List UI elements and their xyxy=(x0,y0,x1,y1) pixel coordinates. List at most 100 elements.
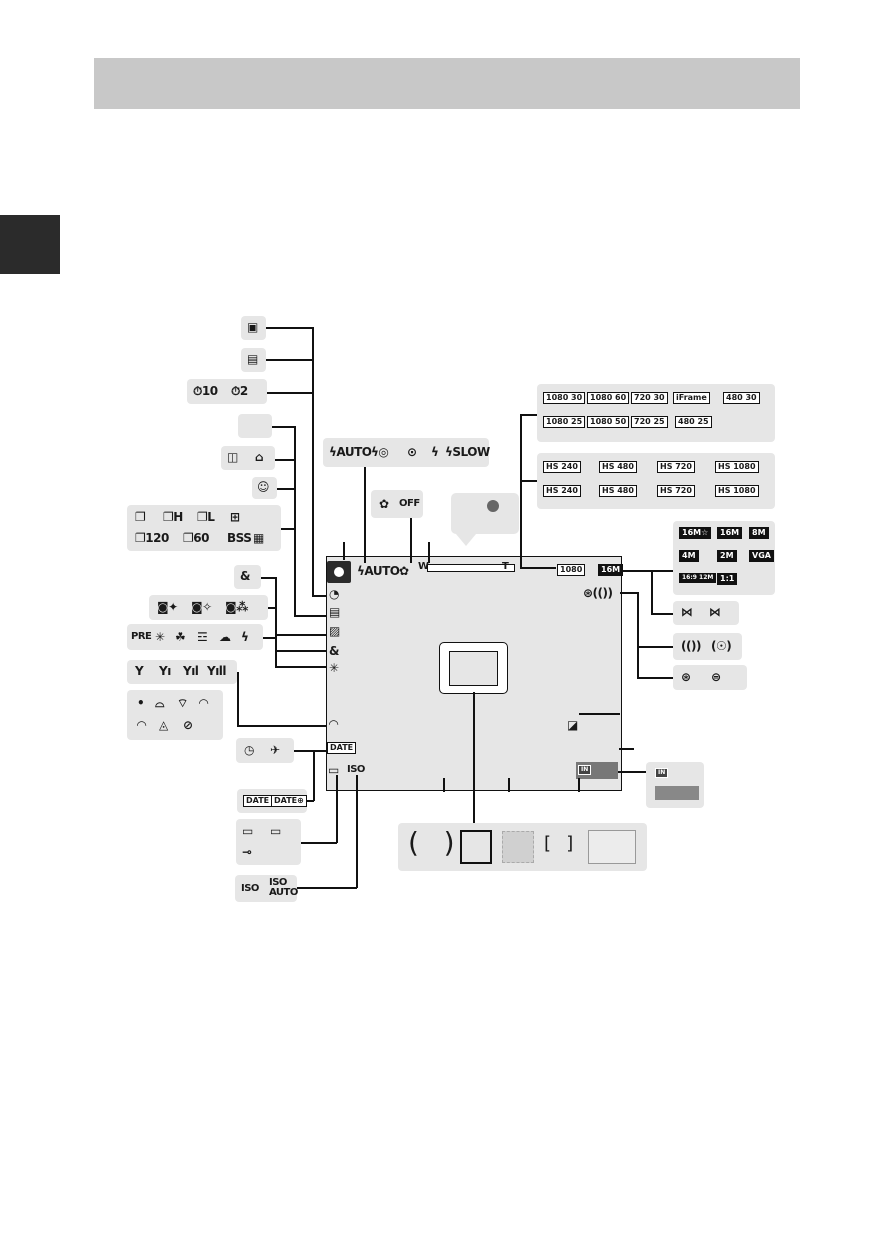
flash-mode-box: ϟAUTO ϟ◎ ⊙ ϟ ϟSLOW xyxy=(323,438,490,467)
hs-1080-pal-icon: HS 1080 xyxy=(715,485,759,497)
hs-720-pal-icon: HS 720 xyxy=(657,485,695,497)
motion-auto-icon: ⊜ xyxy=(711,670,721,684)
movie-1080-50-icon: 1080 50 xyxy=(587,416,630,428)
leader-line xyxy=(294,426,296,616)
iso-auto-icon: ISO AUTO xyxy=(269,877,298,898)
self-timer-box: ⏱10 ⏱2 xyxy=(187,379,267,404)
hdr-icon-box-2: ▤ xyxy=(241,348,266,372)
flash-auto-icon: ϟAUTO xyxy=(329,445,372,459)
leader-line xyxy=(261,577,276,579)
wifi-on-icon: ◠ xyxy=(137,718,146,732)
af-tracking-icon: [ ] xyxy=(544,833,573,854)
leader-line xyxy=(618,771,646,773)
continuous-h-icon: ❐H xyxy=(163,510,183,524)
zoom-bar xyxy=(427,564,515,572)
skin-box: ◙✦ ◙✧ ◙⁂ xyxy=(149,595,268,620)
size-11-icon: 1:1 xyxy=(717,573,738,585)
screen-macro-icon: ✿ xyxy=(399,564,409,578)
date-stamp-icon: DATE xyxy=(243,795,273,807)
screen-glamour-icon: & xyxy=(329,644,339,658)
leader-line xyxy=(619,748,634,750)
wb-preset-icon: PRE xyxy=(131,631,152,642)
memory-internal-icon: IN xyxy=(655,768,669,778)
leader-line xyxy=(410,518,412,563)
iso-box: ISO ISO AUTO xyxy=(235,875,298,902)
leader-line xyxy=(312,327,314,596)
af-area-inner xyxy=(449,651,498,686)
macro-off-icon: OFF xyxy=(399,498,420,509)
hs-1080-icon: HS 1080 xyxy=(715,461,759,473)
battery-box: ▭ ▭ ⊸ xyxy=(236,819,301,865)
leader-line xyxy=(637,677,673,679)
movie-480-25-icon: 480 25 xyxy=(675,416,712,428)
size-169-12m-icon: 16:9 12M xyxy=(679,573,717,583)
leader-line xyxy=(275,634,327,636)
screen-wb-icon: ✳ xyxy=(329,661,339,675)
movie-720-30-icon: 720 30 xyxy=(631,392,668,404)
hdr-off-icon: ⋈ xyxy=(709,605,721,619)
wb-cloudy-icon: ☁ xyxy=(219,630,231,644)
wb-daylight-icon: ✳ xyxy=(155,630,165,644)
size-2m-icon: 2M xyxy=(717,550,737,562)
memory-box: IN xyxy=(646,762,704,808)
leader-line xyxy=(268,607,275,609)
leader-line xyxy=(520,480,537,482)
self-timer-10-icon: ⏱10 xyxy=(193,384,218,398)
screen-continuous-icon: ▤ xyxy=(329,605,340,619)
leader-line xyxy=(620,570,673,572)
leader-line xyxy=(336,775,338,843)
glamour-icon: & xyxy=(240,569,250,583)
leader-line xyxy=(520,414,537,416)
vr-on-icon: (()) xyxy=(681,639,701,653)
flash-redeye-icon: ϟ◎ xyxy=(371,445,389,459)
leader-line xyxy=(275,459,294,461)
glamour-box: & xyxy=(234,565,261,589)
screen-effects-icon: ▨ xyxy=(329,624,340,638)
skin-soft-3-icon: ◙⁂ xyxy=(225,600,248,614)
leader-line xyxy=(651,570,653,614)
vr-hybrid-icon: (☉) xyxy=(711,639,732,653)
clock-icon: ◷ xyxy=(244,743,254,757)
size-vga-icon: VGA xyxy=(749,550,774,562)
continuous-box: ❐ ❐H ❐L ⊞ ❐120 ❐60 BSS ▦ xyxy=(127,505,281,551)
af-face-icon: ( ) xyxy=(408,826,455,859)
movie-480-30-icon: 480 30 xyxy=(723,392,760,404)
flash-off-icon: ⊙ xyxy=(407,445,417,459)
wifi-box: • ⌓ ⌔ ◠ ◠ ◬ ⊘ xyxy=(127,690,223,740)
wb-fluorescent-icon: ☲ xyxy=(197,630,208,644)
blink-box: ☺ xyxy=(252,477,277,499)
wifi-1-icon: ⌓ xyxy=(155,696,165,710)
time-box: ◷ ✈ xyxy=(236,738,294,763)
movie-1080-60-icon: 1080 60 xyxy=(587,392,630,404)
screen-date-icon: DATE xyxy=(327,742,357,754)
leader-line xyxy=(356,775,358,888)
screen-flash-icon: ϟAUTO xyxy=(357,564,400,578)
continuous-icon: ❐ xyxy=(135,510,146,524)
leader-line xyxy=(297,887,357,889)
screen-exposure-icon: ◪ xyxy=(567,718,578,732)
zoom-t-label: T xyxy=(502,561,509,572)
leader-line xyxy=(266,359,312,361)
leader-line xyxy=(307,800,314,802)
af-center-icon xyxy=(460,830,492,864)
screen-vr-icon: ⊛(()) xyxy=(583,586,613,600)
af-manual-icon xyxy=(502,831,534,863)
memory-card-icon xyxy=(655,786,699,800)
face-box: ◫ ⌂ xyxy=(221,446,275,470)
continuous-l-icon: ❐L xyxy=(197,510,215,524)
hs-240-icon: HS 240 xyxy=(543,461,581,473)
self-timer-2-icon: ⏱2 xyxy=(231,384,248,398)
leader-line xyxy=(578,778,580,792)
size-8m-icon: 8M xyxy=(749,527,769,539)
blink-proof-icon: ☺ xyxy=(257,480,270,494)
leader-line xyxy=(294,615,327,617)
flash-slow-icon: ϟSLOW xyxy=(445,445,490,459)
wifi-off-icon: ⊘ xyxy=(183,718,193,732)
motion-box: ⊛ ⊜ xyxy=(673,665,747,690)
multi-16-icon: ▦ xyxy=(253,531,264,545)
leader-line xyxy=(312,595,327,597)
ac-adapter-icon: ⊸ xyxy=(242,845,252,859)
blank-box xyxy=(238,414,272,438)
leader-line xyxy=(301,842,337,844)
image-size-box: 16M☆ 16M 8M 4M 2M VGA 16:9 12M 1:1 xyxy=(673,521,775,595)
